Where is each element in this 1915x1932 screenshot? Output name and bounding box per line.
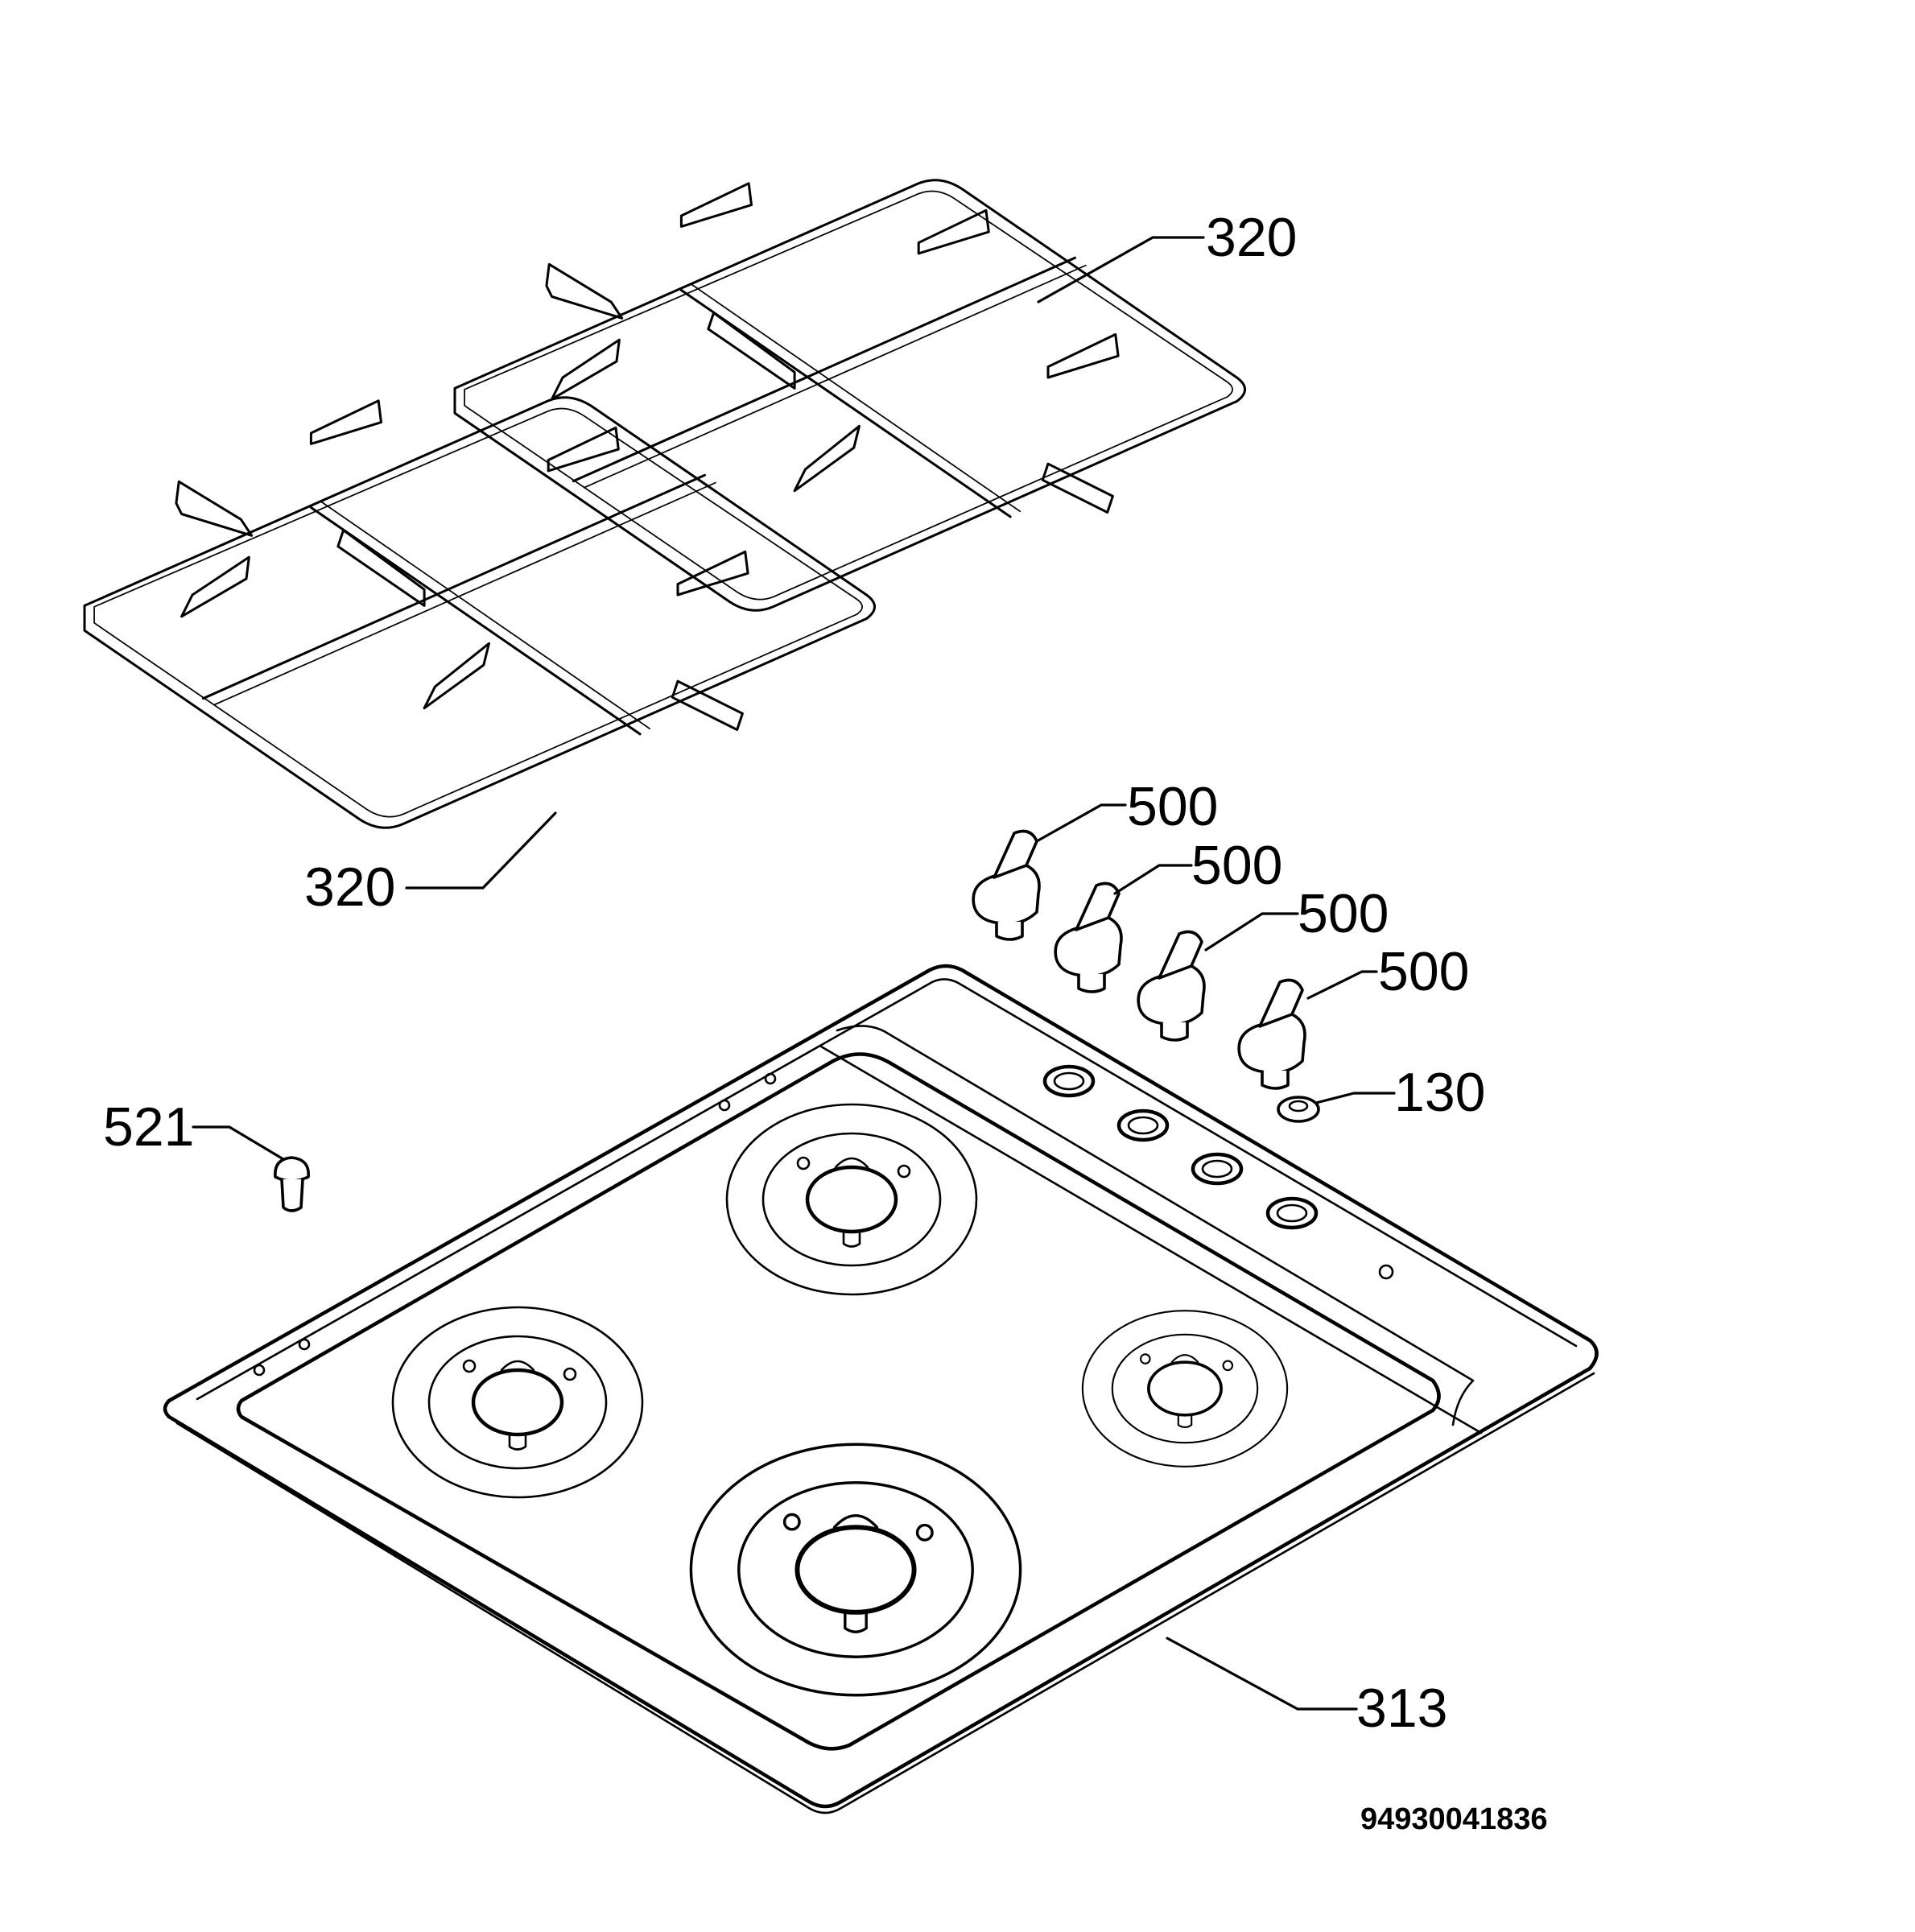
hob-top-plate	[163, 964, 1599, 1814]
leader-grid-top	[1037, 236, 1205, 303]
document-number: 94930041836	[1360, 1802, 1547, 1836]
leader-knob-4	[1306, 970, 1378, 1000]
leader-knob-2	[1113, 864, 1193, 895]
burner-front	[691, 1444, 1020, 1695]
leader-hob-top	[1166, 1637, 1358, 1711]
label-knob-3: 500	[1298, 883, 1389, 944]
label-knob-1: 500	[1127, 776, 1218, 837]
label-knob-4: 500	[1378, 941, 1469, 1002]
control-knob-3	[1137, 930, 1206, 1042]
burner-rear-left	[727, 1104, 976, 1294]
leader-grid-left	[405, 811, 557, 890]
washer	[1277, 1096, 1320, 1123]
leader-knob-1	[1035, 803, 1127, 843]
burner-rear-right	[1081, 1309, 1289, 1468]
control-knob-2	[1054, 881, 1123, 993]
pan-support-grid-left	[83, 396, 877, 829]
label-knob-2: 500	[1191, 835, 1282, 896]
label-grid-top: 320	[1206, 207, 1297, 268]
control-knob-4	[1237, 978, 1306, 1090]
control-knob-1	[972, 829, 1041, 941]
label-hob-top: 313	[1356, 1678, 1447, 1739]
label-grid-left: 320	[304, 857, 395, 918]
leader-screw	[192, 1125, 285, 1161]
leader-knob-3	[1204, 912, 1299, 952]
screw	[274, 1156, 310, 1212]
label-washer: 130	[1394, 1062, 1485, 1123]
burner-front-left	[393, 1307, 642, 1497]
leader-washer	[1314, 1092, 1396, 1104]
label-screw: 521	[103, 1096, 194, 1158]
